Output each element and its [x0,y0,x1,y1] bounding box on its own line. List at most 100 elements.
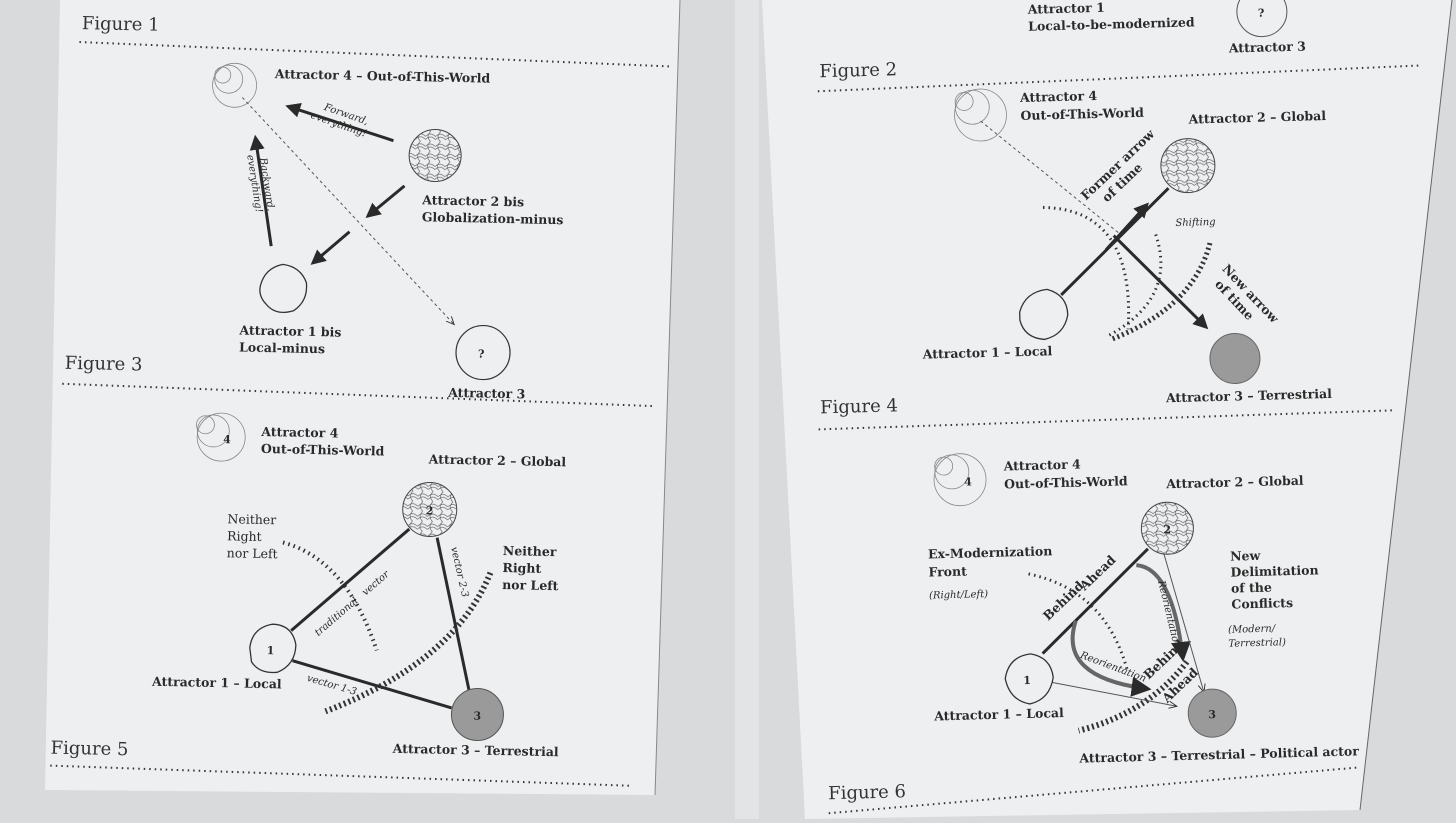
fig3-num-3: 3 [473,709,481,722]
fig4-num-4: 4 [964,475,972,488]
fig4-num-3: 3 [1208,708,1216,721]
fig4-reorientation-curve-2 [1136,563,1191,662]
fig4-local-blob-icon [1004,653,1054,705]
fig1-a1bis-label-2: Local-minus [239,339,325,356]
new-delimitation-label-2: Delimitation [1230,562,1318,579]
fig2-a2-label: Attractor 2 – Global [1187,108,1326,127]
fig3-neither-arc-left [282,540,379,652]
fig4-terrestrial-grey-icon [1187,688,1237,738]
vector-2-3-line [435,537,472,695]
fig3-local-blob-icon [249,623,297,674]
left-page-content: Figure 1 Attractor 4 – Out-of-This-World… [50,13,670,787]
fig3-nrl-right-3: nor Left [502,577,559,593]
to-globalization-arrow [365,184,406,219]
fig3-a2-label: Attractor 2 – Global [428,451,567,469]
fig3-nrl-right-1: Neither [503,543,557,559]
figure-6-caption: Figure 6 [828,781,906,804]
fig4-attractor-4-icon [933,453,987,507]
fig3-global-globe-icon [402,481,458,537]
fig3-num-1: 1 [267,644,275,657]
shifting-label: Shifting [1175,217,1216,229]
figure-2-caption: Figure 2 [819,59,897,82]
fig3-nrl-left-3: nor Left [227,545,278,561]
top-question-mark: ? [1258,7,1265,20]
fig1-a1bis-label-1: Attractor 1 bis [238,322,341,339]
fig4-a1-label: Attractor 1 – Local [933,705,1064,723]
fig3-nrl-left-1: Neither [227,511,276,527]
fig4-ex-modernization-arc [1028,572,1129,670]
left-page [45,0,680,795]
backward-arrow [249,134,273,247]
figure-3-caption: Figure 3 [64,353,142,376]
fig3-a4-label-2: Out-of-This-World [261,441,385,459]
fig2-a1-label: Attractor 1 – Local [922,343,1053,361]
fig3-attractor-4-icon [196,412,246,462]
right-left-label: (Right/Left) [929,589,988,602]
top-attractor-3-circle-icon [1236,0,1288,38]
top-a3-label: Attractor 3 [1228,38,1306,55]
fig3-nrl-right-2: Right [502,560,541,576]
figure-4-caption: Figure 4 [820,395,898,418]
fig4-main-line [1041,547,1149,655]
fig2-new-front-arc [1109,242,1213,343]
fig4-a4-label-1: Attractor 4 [1002,457,1081,474]
attractor-3-question-mark: ? [478,347,485,360]
fig3-num-2: 2 [426,504,434,517]
fig3-a1-label: Attractor 1 – Local [151,674,282,692]
traditional-vector-line [290,527,411,632]
fig2-local-blob-icon [1019,288,1069,341]
fig3-terrestrial-grey-icon [450,688,504,742]
fig4-thin-arrow-right [1163,554,1204,692]
fig2-a4-label-2: Out-of-This-World [1020,105,1144,123]
fig3-nrl-left-2: Right [227,528,262,544]
fig4-thin-arrow-bottom [1047,680,1176,709]
fig3-num-4: 4 [223,433,231,446]
figure-5-caption: Figure 5 [50,738,128,761]
former-arrow-head [1104,202,1149,251]
modern-terrestrial-label-2: Terrestrial) [1228,637,1286,650]
figure-1-caption: Figure 1 [82,13,160,36]
divider [828,766,1360,815]
fig1-a2bis-label-1: Attractor 2 bis [421,192,524,209]
new-delimitation-label-1: New [1230,548,1262,564]
modern-terrestrial-label-1: (Modern/ [1228,623,1277,635]
fig2-a4-label-1: Attractor 4 [1019,88,1098,105]
fig1-attractor-3-label: Attractor 3 [447,385,525,402]
fig2-dashed-line [980,120,1123,236]
fig4-a3-label: Attractor 3 – Terrestrial – Political ac… [1078,743,1359,765]
right-page [762,0,1452,819]
fig4-new-delimitation-arc [1077,660,1190,734]
attractor-4-icon [212,62,257,108]
fig2-old-front-arc [1042,205,1131,330]
fig4-num-2: 2 [1163,523,1171,536]
fig1-attractor-4-label: Attractor 4 – Out-of-This-World [274,66,491,86]
fig4-a4-label-2: Out-of-This-World [1004,473,1128,491]
fig2-a3-label: Attractor 3 – Terrestrial [1165,386,1333,405]
fig3-a4-label-1: Attractor 4 [260,424,339,441]
fig4-num-1: 1 [1023,674,1031,687]
fig4-reorientation-curve-1 [1070,620,1152,697]
new-delimitation-label-3: of the [1231,580,1272,596]
ex-modernization-label-1: Ex-Modernization [928,543,1053,561]
fig2-terrestrial-grey-icon [1209,332,1261,384]
fig4-a2-label: Attractor 2 – Global [1165,473,1304,492]
to-local-arrow [310,230,351,265]
ex-modernization-label-2: Front [928,564,967,580]
fig2-attractor-4-icon [954,88,1007,142]
local-minus-blob-icon [259,263,308,313]
attractor-3-circle-icon [455,324,511,381]
top-a1-label-1: Attractor 1 [1027,0,1105,17]
new-arrow-of-time [1112,234,1209,330]
globalization-minus-globe-icon [408,129,462,183]
fig1-a2bis-label-2: Globalization-minus [422,209,564,227]
forward-arrow [285,103,394,143]
dashed-diagonal-arrow [241,97,459,323]
new-delimitation-label-4: Conflicts [1231,595,1293,612]
divider [817,64,1420,93]
fig2-global-globe-icon [1160,138,1216,194]
top-a1-label-2: Local-to-be-modernized [1028,14,1195,33]
vector-1-3-line [292,659,452,710]
fig3-a3-label: Attractor 3 – Terrestrial [392,741,559,759]
